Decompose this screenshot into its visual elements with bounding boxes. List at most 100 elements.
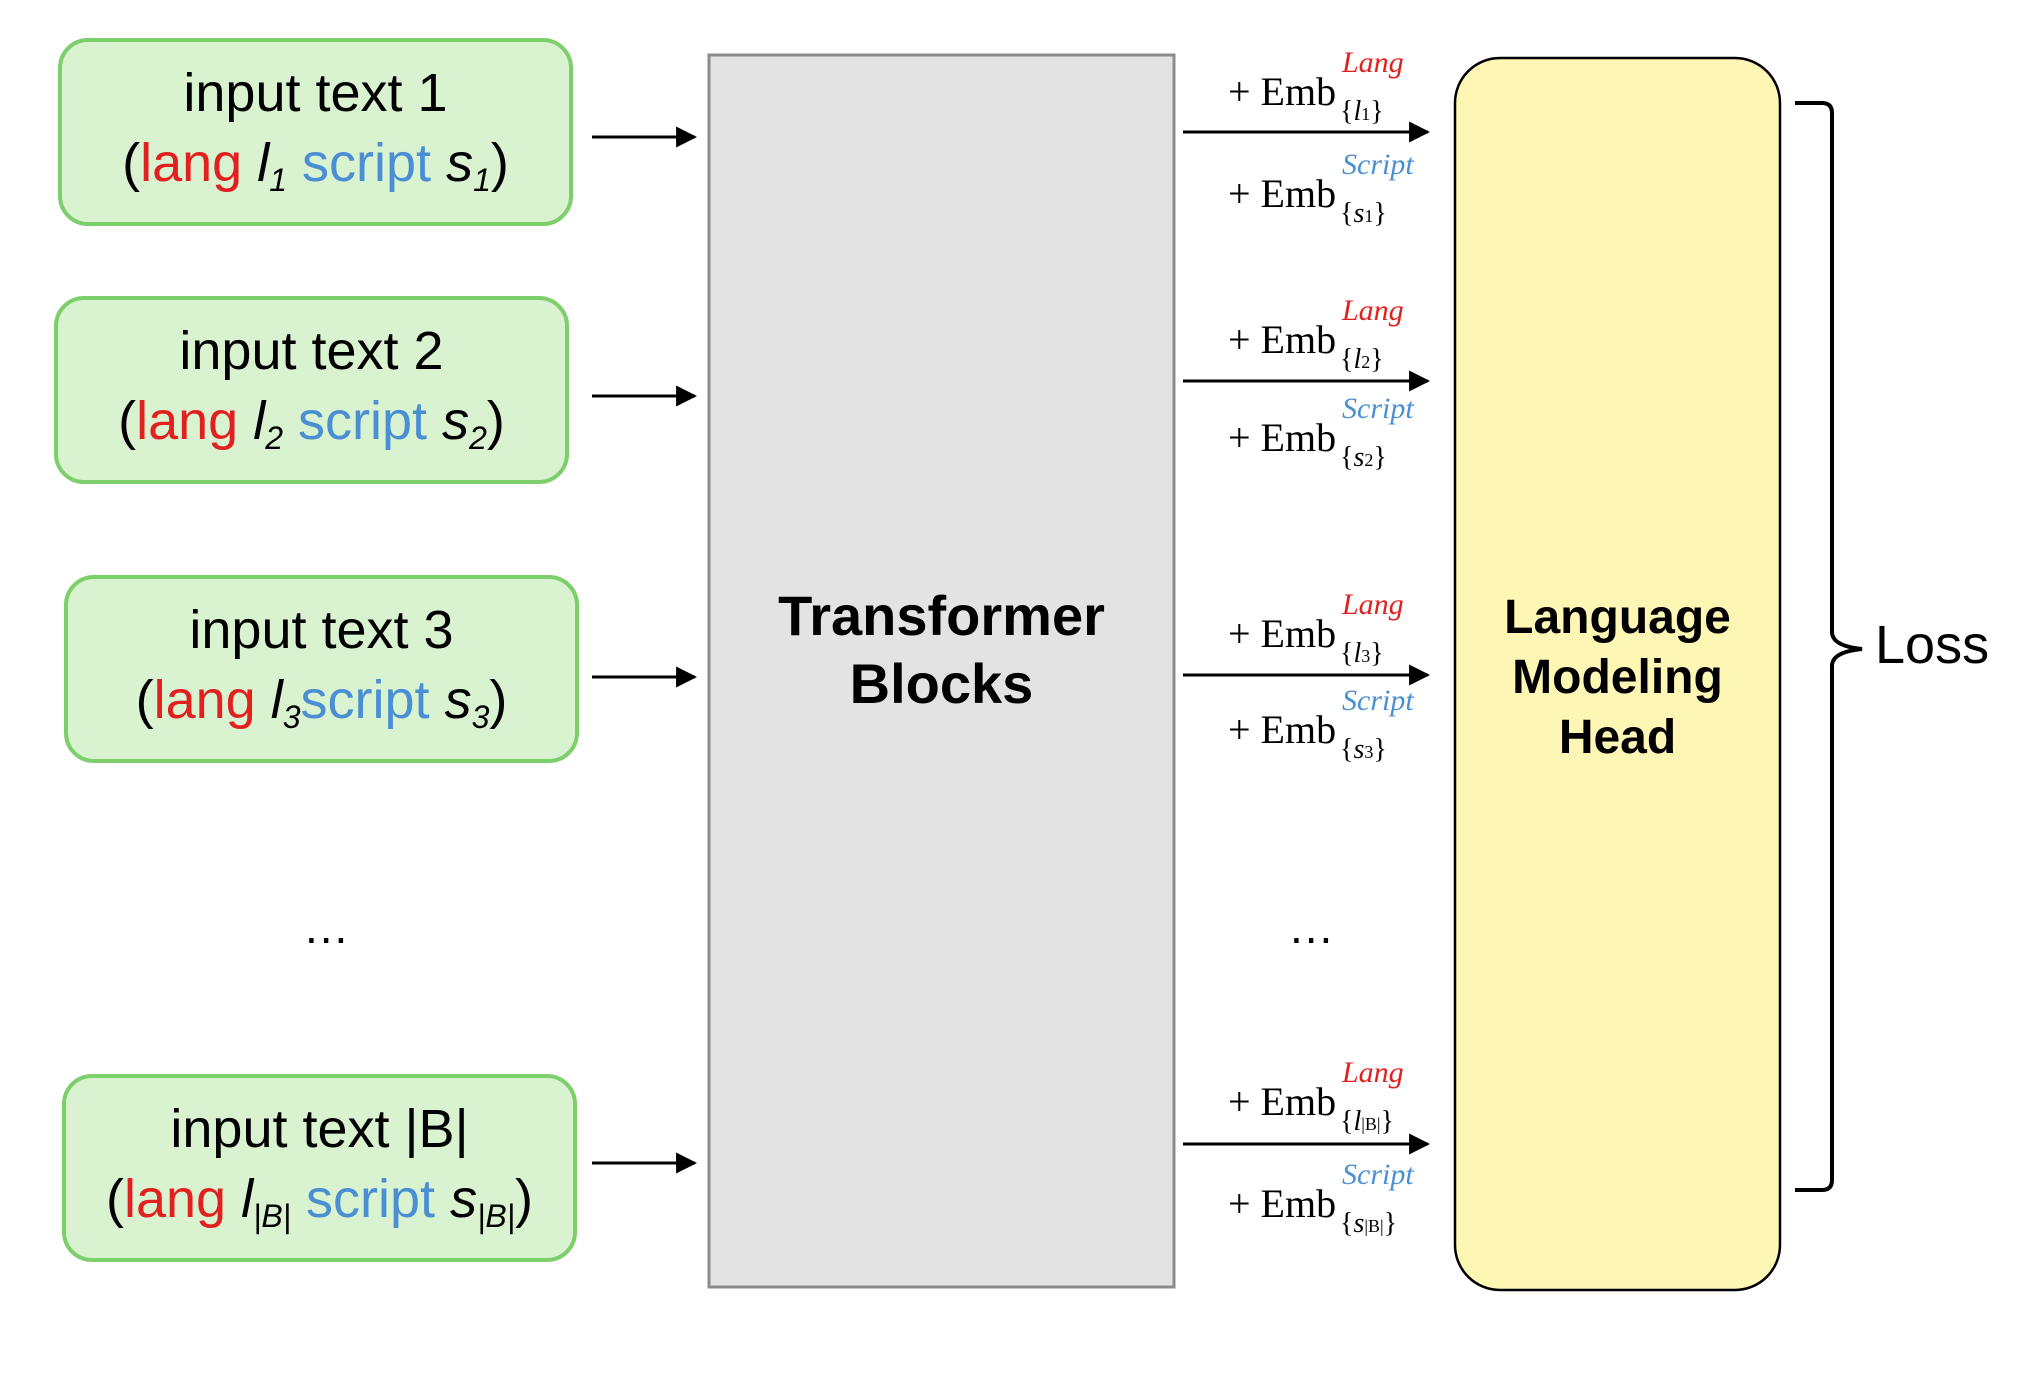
sub-symbol: l: [1353, 638, 1362, 669]
script-index: 1: [473, 162, 491, 198]
sub-index: 1: [1361, 104, 1371, 124]
emb-sub: {l2}: [1340, 344, 1384, 376]
emb-script-3: + Emb Script {s3}: [1228, 684, 1414, 765]
lang-word: lang: [140, 133, 243, 193]
paren: (: [105, 1169, 124, 1229]
sub-index: 3: [1364, 742, 1374, 762]
emb-sup-script: Script: [1342, 392, 1414, 425]
emb-sup-lang: Lang: [1342, 46, 1404, 79]
brace: {: [1340, 734, 1354, 765]
emb-sub: {s|B|}: [1340, 1208, 1397, 1240]
script-word: script: [302, 133, 432, 193]
script-symbol: s: [446, 133, 474, 193]
emb-lang-3: + Emb Lang {l3}: [1228, 588, 1404, 669]
emb-sup-script: Script: [1342, 684, 1414, 717]
emb-sup-lang: Lang: [1342, 294, 1404, 327]
sub-index: |B|: [1361, 1114, 1381, 1134]
paren: ): [515, 1169, 534, 1229]
lm-head-block: [1453, 56, 1782, 1292]
script-symbol: s: [450, 1169, 478, 1229]
emb-sub: {s3}: [1340, 734, 1387, 766]
lang-word: lang: [136, 391, 239, 451]
emb-prefix: + Emb: [1228, 317, 1337, 362]
emb-sub: {l1}: [1340, 96, 1384, 128]
emb-sup-script: Script: [1342, 1158, 1414, 1191]
input-meta: (lang l3script s3): [68, 665, 575, 752]
lm-head-title-line2: Modeling: [1512, 651, 1723, 704]
sub-symbol: s: [1353, 198, 1365, 229]
transformer-title-line2: Blocks: [849, 652, 1034, 715]
sub-symbol: l: [1353, 1106, 1362, 1137]
paren: (: [118, 391, 137, 451]
transformer-block: [707, 53, 1176, 1289]
brace: }: [1373, 442, 1387, 473]
transformer-title-line1: Transformer: [778, 584, 1105, 647]
sub-symbol: s: [1353, 1208, 1365, 1239]
input-box-1: input text 1 (lang l1 script s1): [58, 38, 573, 226]
emb-prefix: + Emb: [1228, 171, 1337, 216]
brace: {: [1340, 198, 1354, 229]
script-word: script: [298, 391, 428, 451]
brace: }: [1380, 1106, 1394, 1137]
sub-symbol: s: [1353, 734, 1365, 765]
loss-label: Loss: [1875, 615, 1990, 675]
brace: {: [1340, 1208, 1354, 1239]
transformer-title: Transformer Blocks: [709, 582, 1174, 718]
input-title: input text |B|: [170, 1099, 469, 1159]
emb-sup-lang: Lang: [1342, 1056, 1404, 1089]
sub-index: 1: [1364, 206, 1374, 226]
emb-script-1: + Emb Script {s1}: [1228, 148, 1414, 229]
input-meta: (lang l1 script s1): [62, 128, 569, 215]
emb-sub: {s2}: [1340, 442, 1387, 474]
lang-symbol: l: [241, 1169, 254, 1229]
input-meta: (lang l|B| script s|B|): [66, 1164, 573, 1251]
brace: }: [1370, 638, 1384, 669]
lang-word: lang: [153, 670, 256, 730]
brace: {: [1340, 442, 1354, 473]
emb-prefix: + Emb: [1228, 707, 1337, 752]
emb-prefix: + Emb: [1228, 611, 1337, 656]
emb-sub: {s1}: [1340, 198, 1387, 230]
script-index: 3: [471, 699, 490, 735]
lang-index: |B|: [253, 1198, 292, 1234]
emb-lang-1: + Emb Lang {l1}: [1228, 46, 1404, 127]
brace: {: [1340, 344, 1354, 375]
script-index: |B|: [477, 1198, 516, 1234]
input-title: input text 1: [183, 63, 448, 123]
sub-index: 2: [1361, 352, 1371, 372]
paren: (: [122, 133, 141, 193]
lm-head-title: Language Modeling Head: [1455, 588, 1780, 768]
lang-word: lang: [123, 1169, 227, 1229]
brace: {: [1340, 638, 1354, 669]
paren: ): [490, 133, 509, 193]
brace: {: [1340, 1106, 1354, 1137]
script-word: script: [306, 1169, 436, 1229]
input-box-2: input text 2 (lang l2 script s2): [54, 296, 569, 484]
emb-sub: {l|B|}: [1340, 1106, 1394, 1138]
sub-index: 2: [1364, 450, 1374, 470]
emb-script-2: + Emb Script {s2}: [1228, 392, 1414, 473]
lang-symbol: l: [253, 391, 266, 451]
brace: }: [1383, 1208, 1398, 1239]
emb-prefix: + Emb: [1228, 1079, 1337, 1124]
lm-head-title-line3: Head: [1558, 711, 1677, 764]
sub-symbol: l: [1353, 96, 1362, 127]
ellipsis-embeddings: ...: [1290, 901, 1335, 953]
script-symbol: s: [444, 670, 472, 730]
brace: }: [1373, 198, 1387, 229]
lang-symbol: l: [270, 670, 283, 730]
input-box-3: input text 3 (lang l3script s3): [64, 575, 579, 763]
lang-symbol: l: [257, 133, 270, 193]
paren: (: [135, 670, 154, 730]
emb-prefix: + Emb: [1228, 69, 1337, 114]
lang-index: 1: [269, 162, 288, 198]
lang-index: 2: [265, 420, 284, 456]
paren: ): [486, 391, 505, 451]
script-word: script: [300, 670, 430, 730]
script-symbol: s: [442, 391, 470, 451]
sub-symbol: l: [1353, 344, 1362, 375]
input-title: input text 3: [189, 600, 454, 660]
input-title: input text 2: [179, 321, 444, 381]
brace: }: [1370, 344, 1384, 375]
